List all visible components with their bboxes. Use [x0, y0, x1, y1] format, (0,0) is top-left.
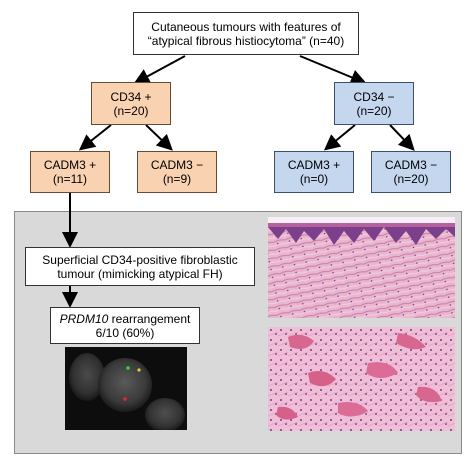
arrow-root-to-cd34-neg [299, 55, 367, 85]
cd34-positive-node: CD34 + (n=20) [91, 82, 171, 125]
root-line1: Cutaneous tumours with features of [151, 19, 341, 34]
cadm3-negative-right-label: CADM3 − [384, 158, 438, 172]
epidermis [268, 227, 455, 245]
fish-micrograph [65, 347, 187, 430]
root-line2: “atypical fibrous histiocytoma” (n=40) [147, 33, 345, 48]
cadm3-positive-right-count: (n=0) [299, 172, 329, 186]
yellow-signal [137, 368, 141, 372]
cadm3-positive-right-node: CADM3 + (n=0) [274, 151, 354, 193]
cadm3-positive-left-node: CADM3 + (n=11) [30, 151, 110, 193]
superficial-line2: tumour (mimicking atypical FH) [57, 266, 223, 281]
prdm10-line2: 6/10 (60%) [95, 325, 155, 340]
superficial-line1: Superficial CD34-positive fibroblastic [42, 252, 238, 267]
arrow-cd34neg-to-cadm3pos [323, 124, 356, 151]
histology-image-bottom [268, 327, 455, 431]
prdm10-line1: PRDM10 rearrangement [60, 312, 191, 326]
arrow-cd34pos-to-cadm3neg [145, 124, 173, 151]
cadm3-negative-left-count: (n=9) [162, 172, 192, 186]
cadm3-negative-left-label: CADM3 − [150, 158, 204, 172]
histology-image-top [268, 217, 455, 318]
cadm3-negative-right-node: CADM3 − (n=20) [371, 151, 451, 193]
cd34-negative-count: (n=20) [356, 103, 392, 118]
cd34-negative-node: CD34 − (n=20) [334, 82, 414, 125]
cadm3-negative-right-count: (n=20) [393, 172, 429, 186]
nucleus-left [69, 353, 105, 401]
fish-image [65, 347, 187, 430]
arrow-root-to-cd34-pos [133, 55, 186, 84]
cadm3-positive-left-count: (n=11) [52, 172, 88, 186]
root-node: Cutaneous tumours with features of “atyp… [133, 12, 359, 55]
prdm10-gene: PRDM10 [59, 311, 109, 326]
cadm3-negative-left-node: CADM3 − (n=9) [137, 151, 217, 193]
cd34-positive-count: (n=20) [113, 103, 149, 118]
cadm3-positive-right-label: CADM3 + [287, 158, 341, 172]
nucleus-right [145, 398, 185, 430]
red-signal [123, 397, 127, 401]
superficial-tumour-node: Superficial CD34-positive fibroblastic t… [25, 247, 255, 286]
cd34-positive-label: CD34 + [110, 89, 152, 104]
cadm3-positive-left-label: CADM3 + [43, 158, 97, 172]
nucleus-center [98, 358, 152, 412]
arrow-cd34pos-to-cadm3pos [78, 124, 112, 151]
histology-top-micrograph [268, 217, 455, 318]
prdm10-suffix: rearrangement [108, 311, 191, 326]
prdm10-node: PRDM10 rearrangement 6/10 (60%) [50, 307, 200, 344]
cd34-negative-label: CD34 − [353, 89, 395, 104]
arrow-cd34neg-to-cadm3neg [389, 124, 415, 151]
green-signal [126, 366, 130, 370]
histology-bottom-micrograph [268, 327, 455, 431]
